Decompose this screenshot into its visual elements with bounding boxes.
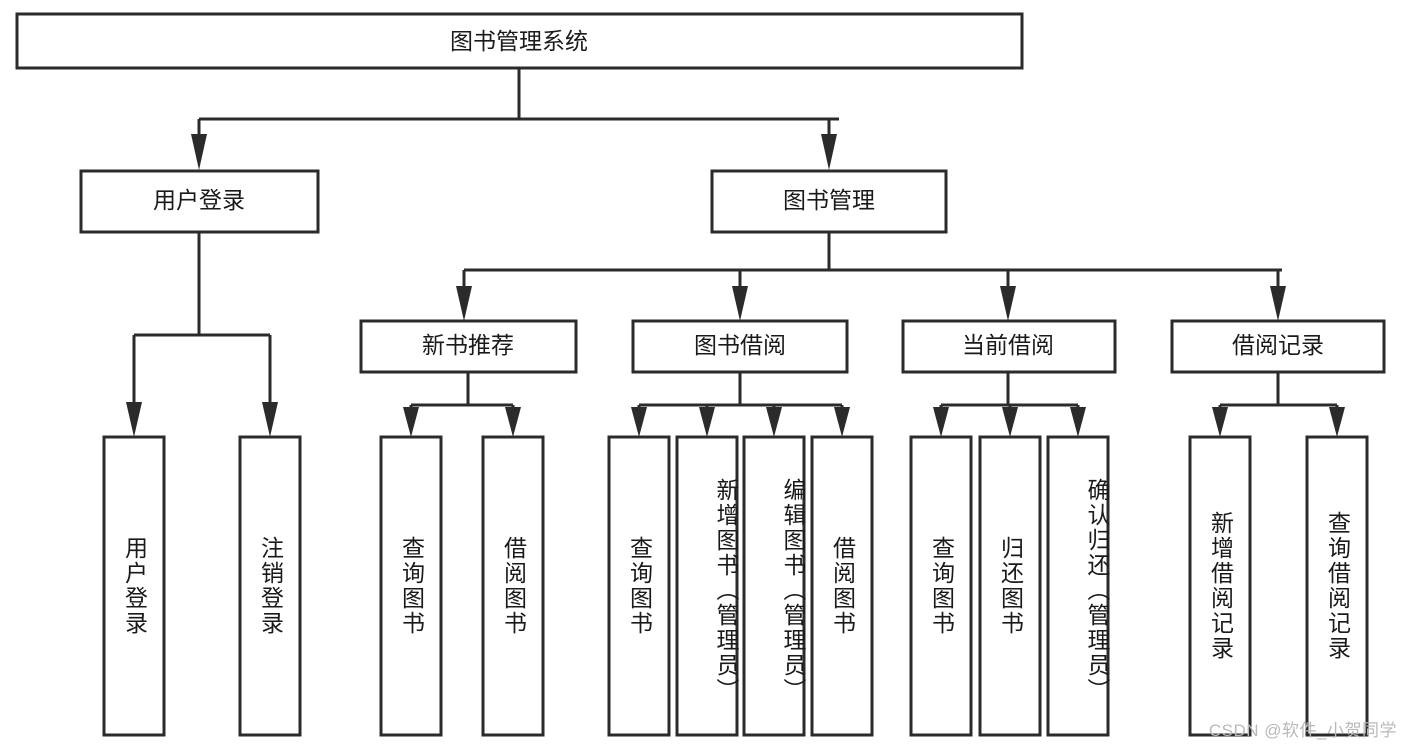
- node-root-label: 图书管理系统: [450, 28, 588, 54]
- node-borrow-record[interactable]: [1170, 319, 1386, 374]
- arrow-head-current-borrow: [1000, 286, 1016, 321]
- arrow-head-leaf-confirm-return: [1070, 407, 1086, 437]
- node-user-login-label: 用户登录: [153, 187, 245, 213]
- node-leaf-add-record[interactable]: [1188, 435, 1252, 737]
- connector-group-root: [191, 68, 839, 170]
- node-new-book-recommend[interactable]: [359, 319, 578, 374]
- node-leaf-query-record[interactable]: [1305, 435, 1369, 737]
- node-leaf-confirm-return[interactable]: [1046, 435, 1110, 737]
- node-book-manage[interactable]: [710, 169, 948, 234]
- arrow-head-leaf-return-book: [1002, 407, 1018, 437]
- node-root[interactable]: [15, 12, 1024, 70]
- node-leaf-query-book-1[interactable]: [379, 435, 443, 737]
- node-current-borrow[interactable]: [901, 319, 1117, 374]
- arrow-head-new-book-recommend: [456, 286, 472, 321]
- arrow-head-leaf-query-book-1: [403, 407, 419, 437]
- arrow-head-leaf-borrow-book-1: [505, 407, 521, 437]
- connector-group-current-borrow: [933, 372, 1086, 437]
- node-leaf-user-login[interactable]: [102, 435, 166, 737]
- arrow-head-leaf-user-logout: [262, 402, 278, 437]
- arrow-head-borrow-record: [1270, 286, 1286, 321]
- node-leaf-user-logout[interactable]: [238, 435, 302, 737]
- node-leaf-query-book-3[interactable]: [909, 435, 973, 737]
- arrow-head-leaf-user-login: [126, 402, 142, 437]
- arrow-head-leaf-add-record: [1212, 407, 1228, 437]
- node-book-borrow-label: 图书借阅: [694, 332, 786, 358]
- node-leaf-borrow-book-2[interactable]: [810, 435, 874, 737]
- arrow-head-user-login: [191, 134, 207, 170]
- node-leaf-edit-book[interactable]: [742, 435, 806, 737]
- arrow-head-leaf-query-record: [1329, 407, 1345, 437]
- node-new-book-recommend-label: 新书推荐: [422, 332, 514, 358]
- connector-group-book-manage: [456, 232, 1286, 321]
- node-leaf-query-book-2[interactable]: [607, 435, 671, 737]
- node-user-login[interactable]: [79, 169, 320, 234]
- watermark-text: CSDN @软件_小贺同学: [1208, 721, 1397, 740]
- node-current-borrow-label: 当前借阅: [962, 332, 1054, 358]
- arrow-head-leaf-query-book-2: [631, 407, 647, 437]
- connector-group-new-book-recommend: [403, 372, 521, 437]
- arrow-head-leaf-add-book: [699, 407, 715, 437]
- node-book-borrow[interactable]: [631, 319, 849, 374]
- arrow-head-book-manage: [821, 134, 837, 170]
- node-book-manage-label: 图书管理: [783, 187, 875, 213]
- connector-group-borrow-record: [1212, 372, 1345, 437]
- node-leaf-add-book[interactable]: [675, 435, 739, 737]
- arrow-head-leaf-edit-book: [766, 407, 782, 437]
- arrow-head-leaf-query-book-3: [933, 407, 949, 437]
- connector-group-user-login: [126, 232, 278, 437]
- connector-group-book-borrow: [631, 372, 850, 437]
- arrow-head-book-borrow: [732, 286, 748, 321]
- node-leaf-return-book[interactable]: [978, 435, 1042, 737]
- arrow-head-leaf-borrow-book-2: [834, 407, 850, 437]
- node-borrow-record-label: 借阅记录: [1232, 332, 1324, 358]
- node-leaf-borrow-book-1[interactable]: [481, 435, 545, 737]
